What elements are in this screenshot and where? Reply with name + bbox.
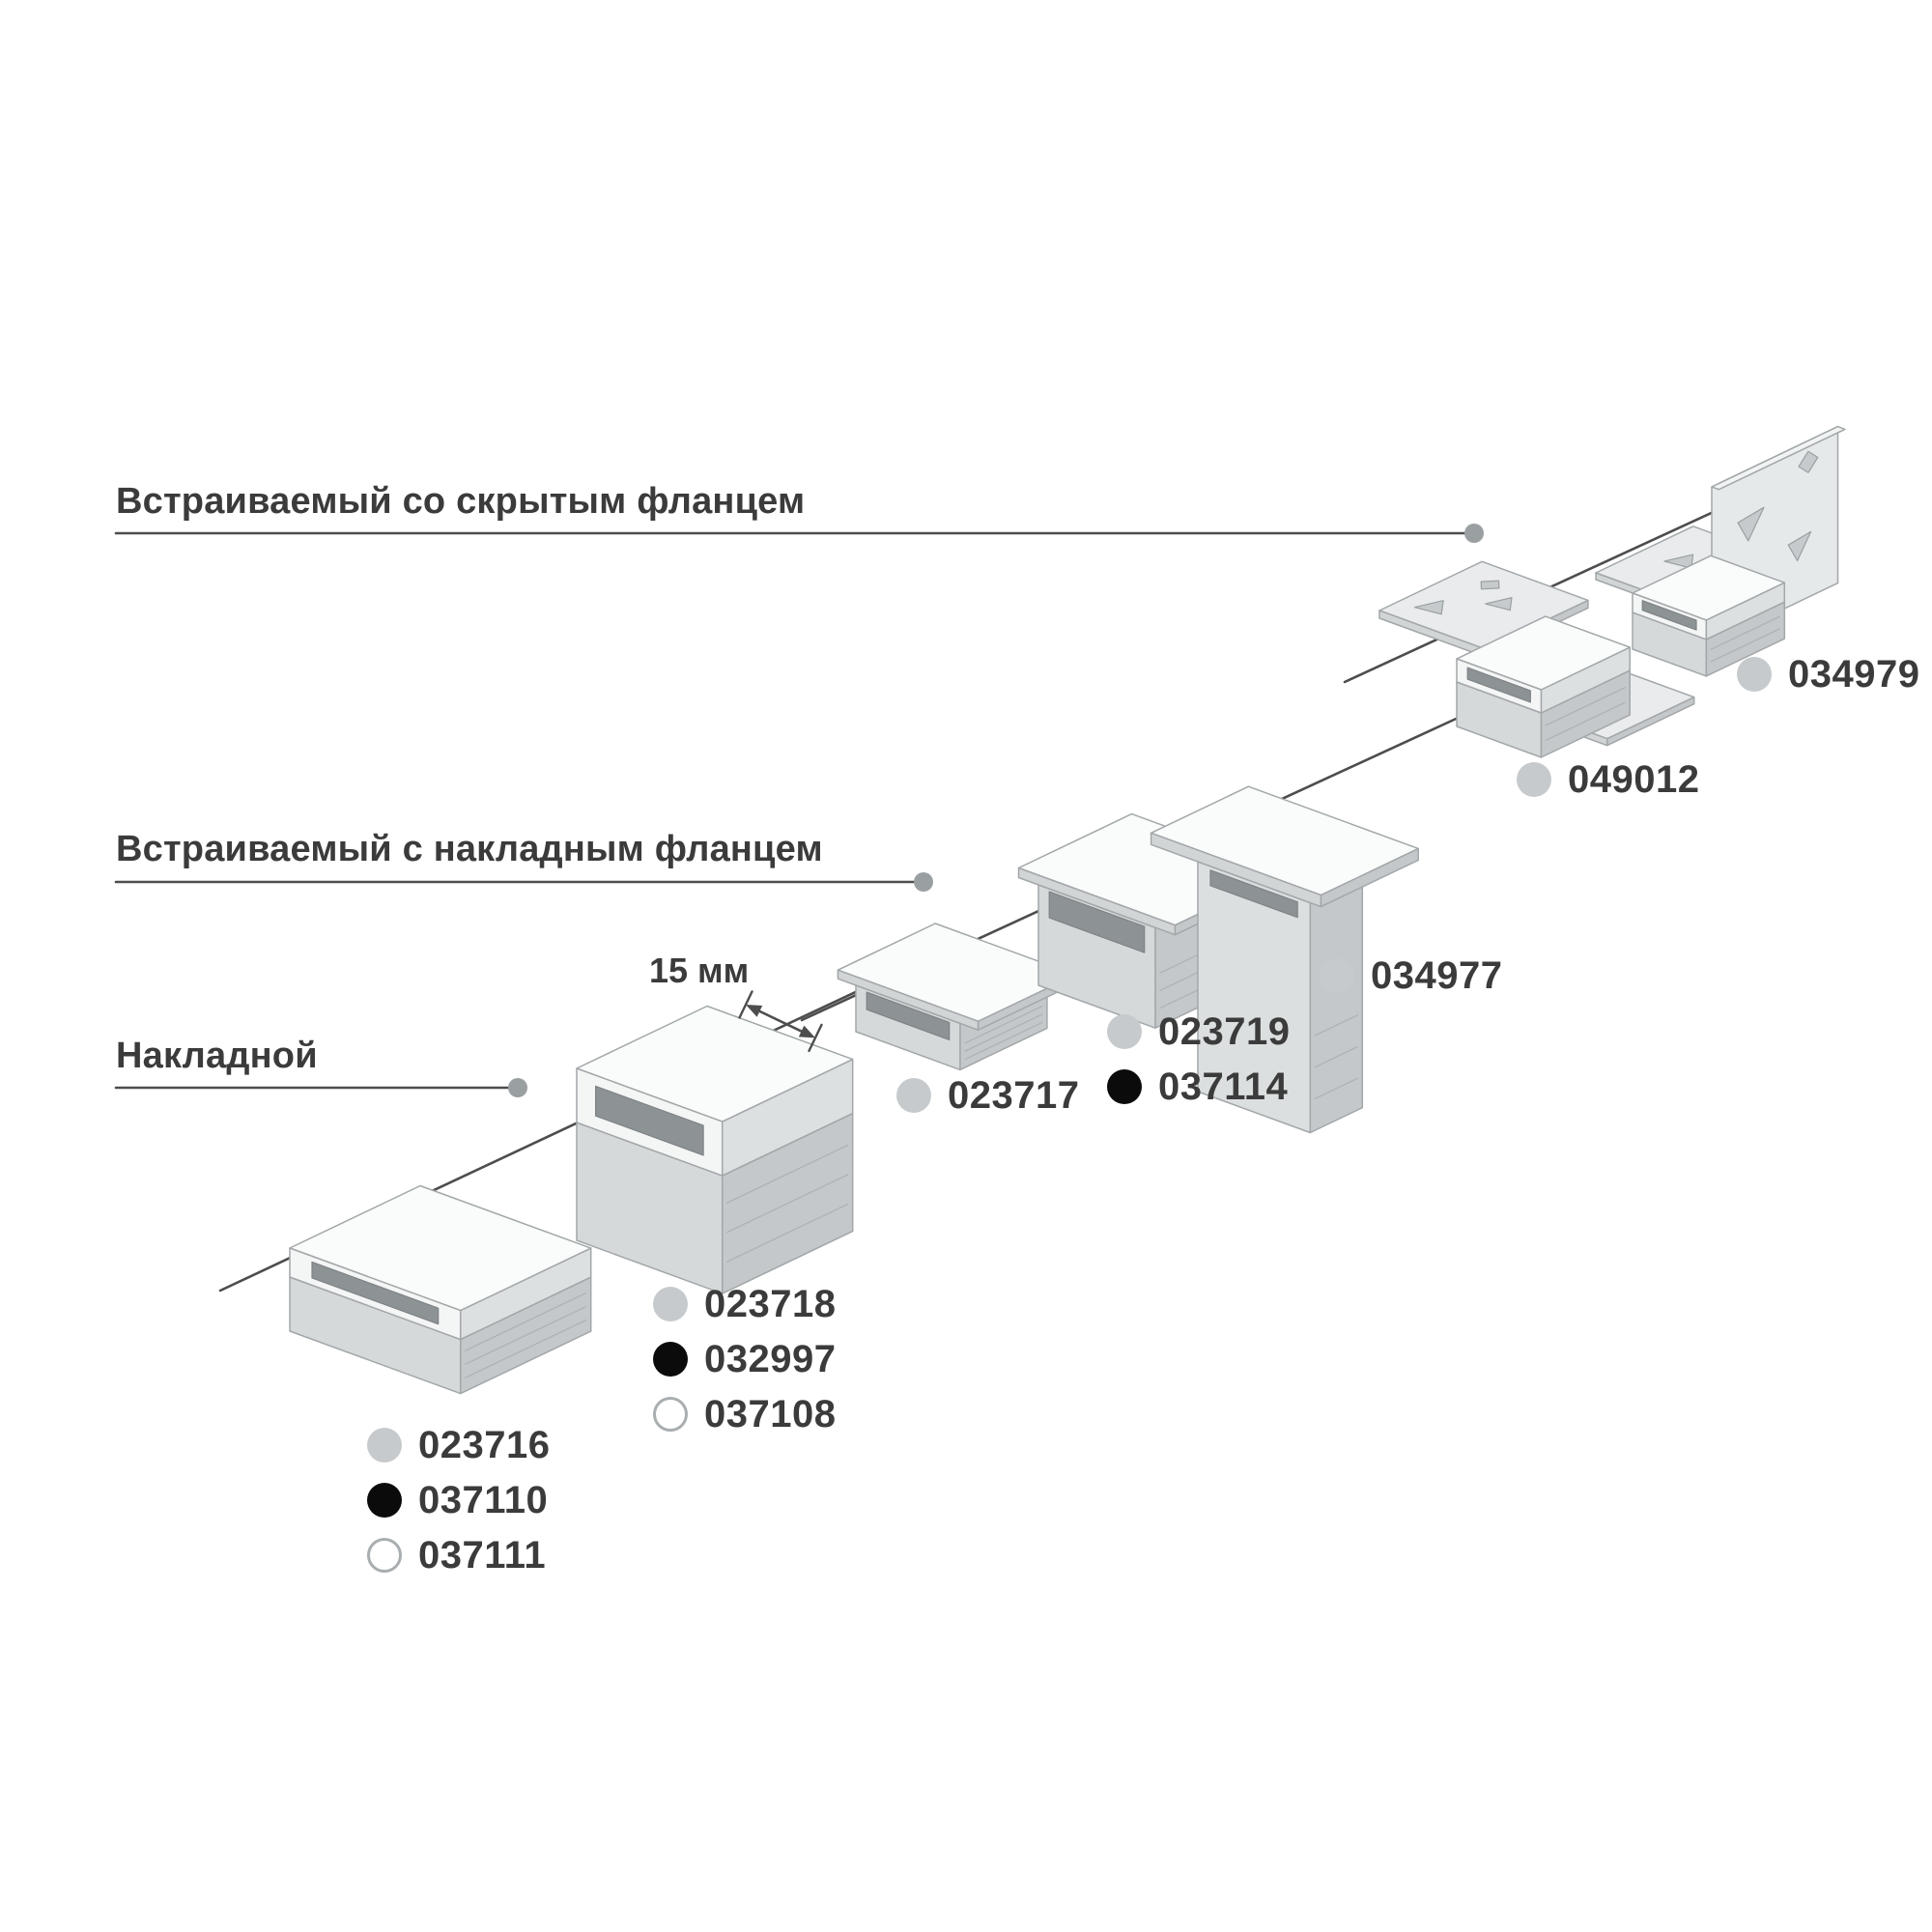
profile-recessed-flange-deep [1150, 785, 1419, 1134]
code-group-surface-tall: 023718 032997 037108 [653, 1283, 836, 1435]
color-dot [653, 1287, 688, 1321]
dimension-arrowhead-right [798, 1025, 815, 1038]
profile-illustrations [289, 425, 1846, 1395]
code-text: 023718 [704, 1282, 837, 1325]
product-code: 037110 [367, 1479, 550, 1521]
code-group-hidden-flange-corner: 034979 [1737, 653, 1919, 696]
profile-hidden-flange [1456, 615, 1695, 758]
product-code: 032997 [653, 1338, 836, 1380]
code-group-recessed-medium: 023719 037114 [1107, 1010, 1290, 1108]
product-code: 034979 [1737, 653, 1919, 696]
leader-dot-surface [508, 1078, 527, 1097]
leader-dot-hidden-flange [1464, 524, 1484, 543]
product-code: 037111 [367, 1534, 550, 1577]
code-text: 034979 [1788, 652, 1920, 696]
leader-dots [508, 524, 1484, 1097]
color-dot [653, 1342, 688, 1377]
color-dot [367, 1483, 402, 1518]
color-dot [653, 1397, 688, 1432]
dimension-arrow [738, 990, 823, 1053]
product-code: 034977 [1320, 954, 1502, 997]
color-dot [896, 1078, 931, 1113]
code-text: 034977 [1371, 953, 1503, 997]
label-surface: Накладной [116, 1036, 318, 1076]
leader-dot-surface-flange [914, 872, 933, 892]
product-code: 049012 [1517, 758, 1699, 801]
dimension-line [756, 1009, 805, 1034]
color-dot [1737, 657, 1772, 692]
color-dot [1107, 1069, 1142, 1104]
product-code: 023716 [367, 1424, 550, 1466]
code-text: 023717 [948, 1073, 1080, 1117]
code-text: 037111 [418, 1533, 547, 1577]
code-group-recessed-deep: 034977 [1320, 954, 1502, 997]
label-hidden-flange: Встраиваемый со скрытым фланцем [116, 481, 806, 522]
dimension-arrowhead-left [746, 1005, 763, 1017]
product-code: 023718 [653, 1283, 836, 1325]
product-code: 023719 [1107, 1010, 1290, 1053]
leader-lines [114, 462, 1820, 1293]
profile-surface-tall [576, 1005, 854, 1294]
profile-hidden-flange-corner [1595, 425, 1846, 677]
color-dot [367, 1428, 402, 1463]
color-dot [1107, 1014, 1142, 1049]
code-text: 037110 [418, 1478, 549, 1521]
code-text: 023719 [1158, 1009, 1291, 1053]
product-code: 037108 [653, 1393, 836, 1435]
code-group-hidden-flange-straight: 049012 [1517, 758, 1699, 801]
product-code: 023717 [896, 1074, 1079, 1117]
code-text: 037114 [1158, 1065, 1289, 1108]
code-text: 049012 [1568, 757, 1700, 801]
color-dot [1320, 958, 1354, 993]
code-group-surface-wide: 023716 037110 037111 [367, 1424, 550, 1577]
code-text: 023716 [418, 1423, 551, 1466]
code-group-recessed-small: 023717 [896, 1074, 1079, 1117]
profile-surface-wide [289, 1184, 592, 1395]
product-code: 037114 [1107, 1065, 1290, 1108]
color-dot [1517, 762, 1551, 797]
profile-recessed-flange-small [837, 923, 1077, 1071]
color-dot [367, 1538, 402, 1573]
dimension-label: 15 мм [649, 951, 750, 990]
code-text: 037108 [704, 1392, 837, 1435]
code-text: 032997 [704, 1337, 837, 1380]
label-surface-flange: Встраиваемый с накладным фланцем [116, 829, 823, 869]
